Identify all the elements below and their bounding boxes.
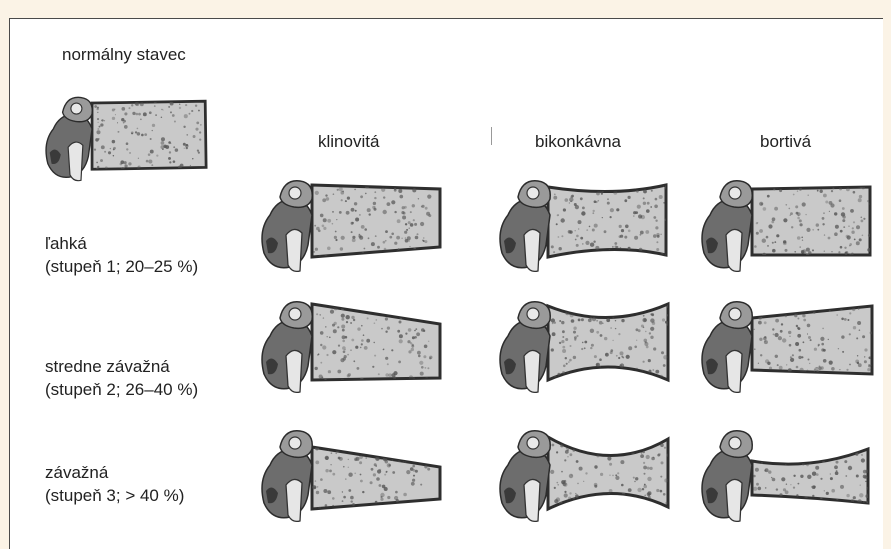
vertebra-crush-mild: [690, 175, 890, 275]
row-sublabel-mild: (stupeň 1; 20–25 %): [45, 256, 198, 278]
column-header-crush: bortivá: [760, 131, 811, 153]
row-label-mild: ľahká: [45, 233, 87, 255]
row-sublabel-moderate: (stupeň 2; 26–40 %): [45, 379, 198, 401]
normal-vertebra-label: normálny stavec: [62, 44, 186, 66]
vertebra-biconcave-mild: [488, 175, 688, 275]
column-separator: [491, 127, 492, 145]
column-header-wedge: klinovitá: [318, 131, 379, 153]
vertebra-crush-severe: [690, 425, 890, 525]
row-sublabel-severe: (stupeň 3; > 40 %): [45, 485, 184, 507]
vertebra-wedge-severe: [250, 425, 450, 525]
row-label-severe: závažná: [45, 462, 108, 484]
vertebra-biconcave-severe: [488, 425, 688, 525]
normal-vertebra-drawing: [35, 92, 219, 184]
vertebra-crush-moderate: [690, 296, 890, 396]
column-header-biconcave: bikonkávna: [535, 131, 621, 153]
vertebra-wedge-mild: [250, 175, 450, 275]
row-label-moderate: stredne závažná: [45, 356, 170, 378]
vertebra-biconcave-moderate: [488, 296, 688, 396]
vertebra-wedge-moderate: [250, 296, 450, 396]
